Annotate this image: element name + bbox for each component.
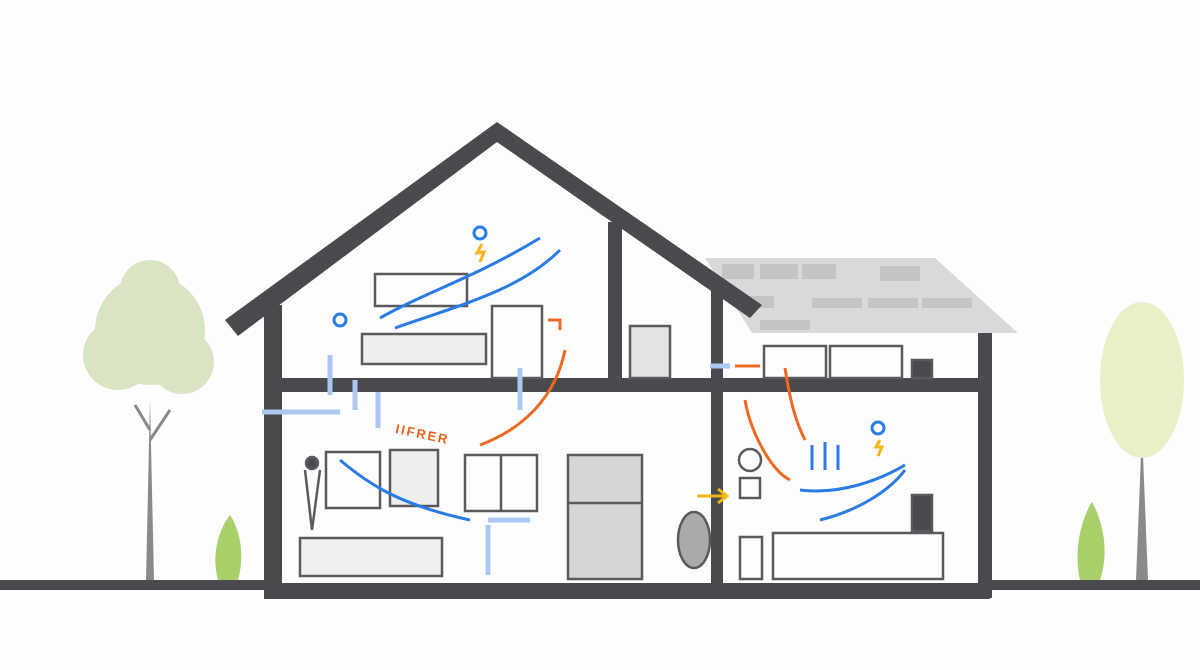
furniture-upstairs	[360, 272, 934, 380]
cool-airflow-arrows	[339, 236, 907, 522]
energy-node-icons	[332, 225, 886, 505]
furniture-downstairs	[298, 447, 945, 581]
tree-right	[1100, 302, 1184, 580]
tree-left	[83, 260, 214, 580]
house-structure	[0, 122, 1200, 599]
solar-roof	[705, 258, 1018, 333]
heat-flow-arrows	[479, 318, 807, 482]
shrub-right	[1077, 502, 1105, 580]
shrub-left	[215, 515, 242, 580]
light-airflow-arrows	[262, 355, 730, 575]
heat-flow-label: IIFRER	[394, 421, 451, 447]
